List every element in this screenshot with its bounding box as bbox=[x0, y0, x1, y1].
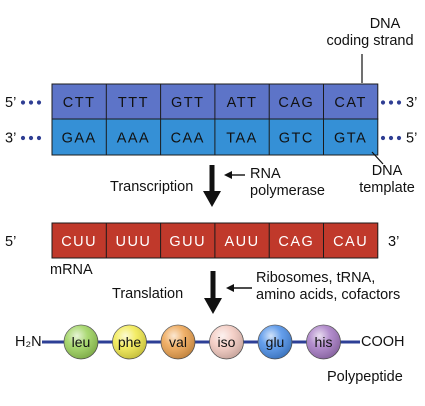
rna-polymerase-line2: polymerase bbox=[250, 183, 325, 199]
template-codon: TAA bbox=[226, 131, 258, 147]
translation-factors-line2: amino acids, cofactors bbox=[256, 287, 401, 303]
coding-left-dot bbox=[20, 100, 26, 105]
coding-strand-label-line2: coding strand bbox=[326, 33, 414, 49]
polypeptide-label: Polypeptide bbox=[327, 369, 403, 385]
amino-acid-shade bbox=[258, 325, 292, 359]
template-codon: AAA bbox=[117, 131, 151, 147]
rna-polymerase-label: RNA polymerase bbox=[250, 166, 325, 200]
rna-polymerase-pointer-head bbox=[224, 171, 232, 179]
coding-right-dot bbox=[388, 100, 394, 105]
transcription-arrow-head bbox=[203, 191, 221, 207]
coding-codon: TTT bbox=[118, 95, 149, 111]
mrna-codon: AUU bbox=[224, 234, 259, 250]
coding-strand-label-line1: DNA bbox=[369, 16, 401, 32]
template-left-dot bbox=[36, 135, 42, 141]
amino-acid-shade bbox=[306, 325, 341, 359]
amino-acid-shade bbox=[161, 325, 195, 359]
translation-factors-line1: Ribosomes, tRNA, bbox=[256, 270, 376, 286]
template-right-dot bbox=[396, 135, 402, 141]
transcription-step-label: Transcription bbox=[110, 179, 194, 195]
template-codon: GTC bbox=[279, 131, 314, 147]
n-terminus-label: H₂N bbox=[15, 334, 42, 350]
translation-arrow-head bbox=[204, 298, 222, 314]
template-codon: GTA bbox=[334, 131, 367, 147]
coding-codon: CAG bbox=[278, 95, 314, 111]
template-codon: CAA bbox=[171, 131, 205, 147]
template-left-end: 3’ bbox=[5, 131, 16, 147]
mrna-label: mRNA bbox=[50, 262, 93, 278]
coding-strand-label: DNA bbox=[350, 16, 420, 33]
translation-factors-label: Ribosomes, tRNA, amino acids, cofactors bbox=[256, 270, 400, 304]
translation-step-label: Translation bbox=[112, 286, 184, 302]
coding-codon: GTT bbox=[171, 95, 205, 111]
mrna-left-end: 5’ bbox=[5, 234, 16, 250]
mrna-codon: UUU bbox=[115, 234, 151, 250]
template-left-dot bbox=[20, 135, 26, 141]
coding-right-end: 3’ bbox=[406, 95, 417, 111]
coding-right-dot bbox=[380, 100, 386, 105]
template-label-line2: template bbox=[359, 180, 415, 196]
amino-acid-label: his bbox=[315, 334, 333, 350]
template-right-end: 5’ bbox=[406, 131, 417, 147]
coding-strand-label-2: coding strand bbox=[318, 33, 422, 50]
amino-acid-label: iso bbox=[218, 334, 236, 350]
coding-codon: CAT bbox=[334, 95, 366, 111]
coding-codon: CTT bbox=[63, 95, 96, 111]
mrna-right-end: 3’ bbox=[388, 234, 399, 250]
amino-acid-shade bbox=[209, 325, 244, 359]
coding-codon: ATT bbox=[227, 95, 258, 111]
amino-acid-shade bbox=[64, 325, 98, 359]
c-terminus-label: COOH bbox=[361, 334, 405, 350]
amino-acid-label: glu bbox=[266, 334, 285, 350]
coding-right-dot bbox=[396, 100, 402, 105]
amino-acid-label: phe bbox=[118, 334, 142, 350]
amino-acid-shade bbox=[112, 325, 147, 359]
amino-acid-label: leu bbox=[72, 334, 91, 350]
template-left-dot bbox=[28, 135, 34, 141]
coding-left-dot bbox=[28, 100, 34, 105]
mrna-codon: CAG bbox=[278, 234, 314, 250]
translation-factors-pointer-head bbox=[226, 284, 234, 292]
coding-left-dot bbox=[36, 100, 42, 105]
template-label-pointer bbox=[371, 151, 384, 165]
mrna-codon: CUU bbox=[61, 234, 97, 250]
template-right-dot bbox=[380, 135, 386, 141]
template-label: DNA template bbox=[352, 163, 422, 197]
amino-acid-label: val bbox=[169, 334, 187, 350]
template-label-line1: DNA bbox=[371, 163, 403, 179]
mrna-codon: CAU bbox=[333, 234, 368, 250]
mrna-codon: GUU bbox=[169, 234, 206, 250]
rna-polymerase-line1: RNA bbox=[250, 166, 281, 182]
template-right-dot bbox=[388, 135, 394, 141]
coding-left-end: 5’ bbox=[5, 95, 16, 111]
template-codon: GAA bbox=[62, 131, 97, 147]
